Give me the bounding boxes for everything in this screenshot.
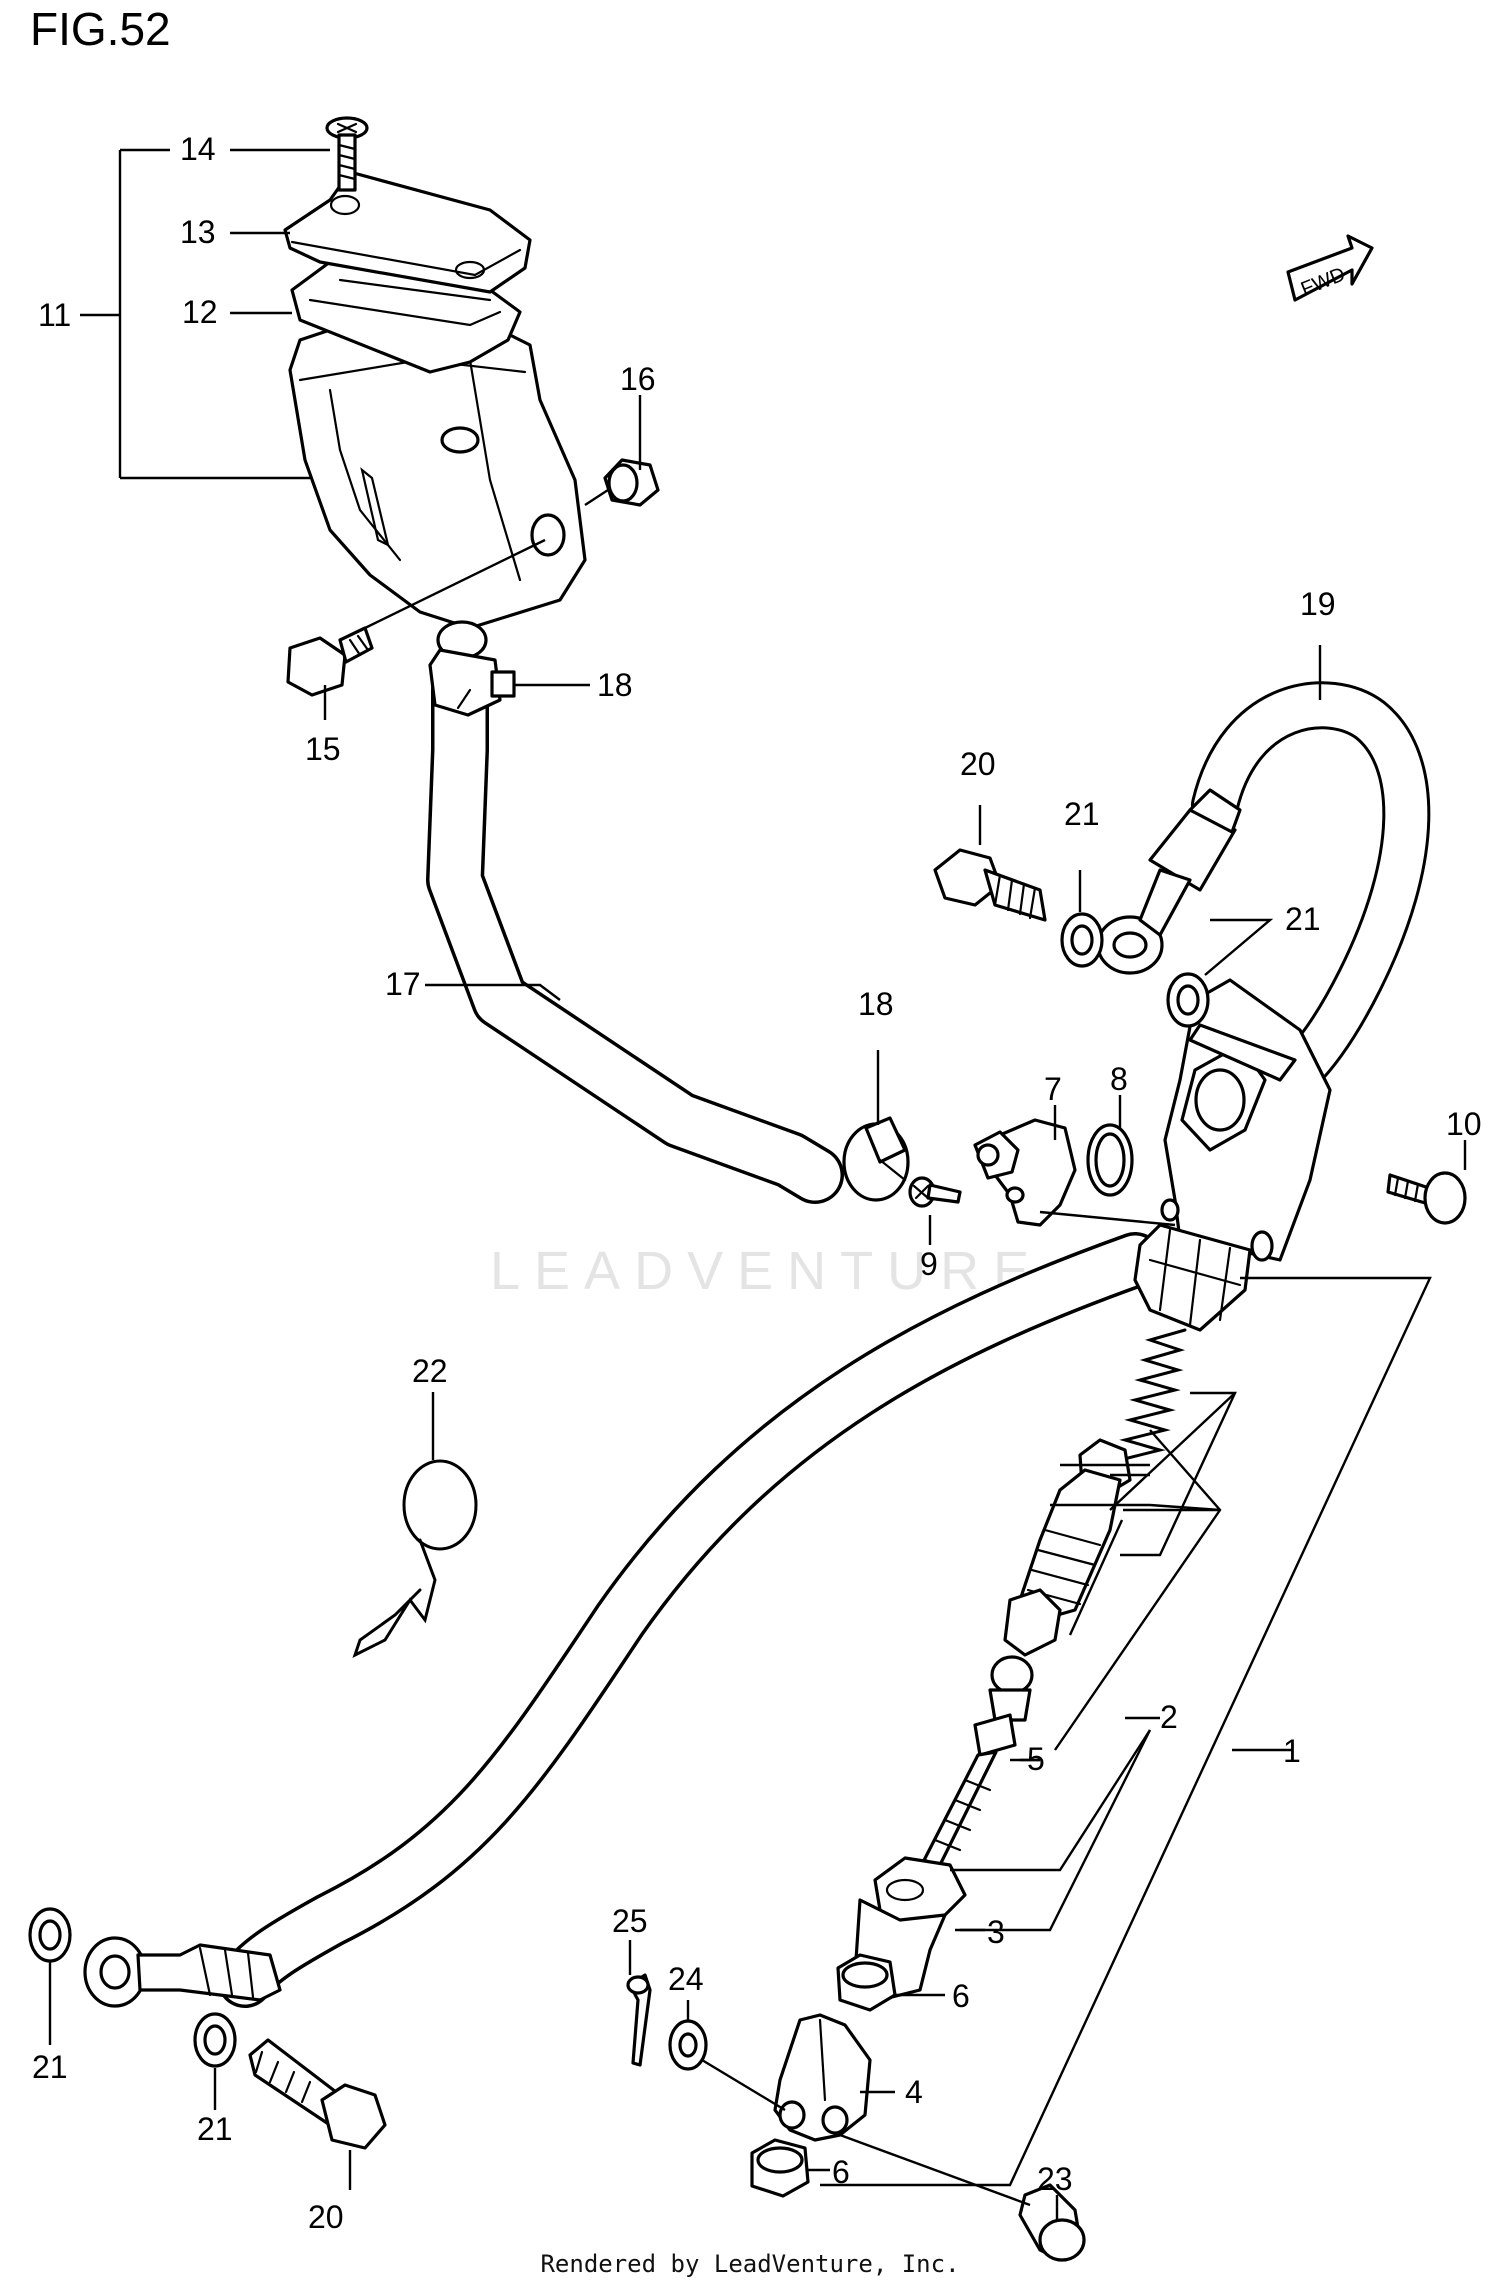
- callout-8: 8: [1110, 1061, 1128, 1097]
- callout-labels: 1 2 3 4 5 6 6 7 8 9 10 11 12 13 14 15 16…: [32, 131, 1482, 2235]
- figure-title: FIG.52: [30, 3, 171, 55]
- callout-22: 22: [412, 1353, 448, 1389]
- callout-21-b: 21: [1285, 901, 1321, 937]
- callout-21-c: 21: [32, 2049, 68, 2085]
- callout-5: 5: [1027, 1741, 1045, 1777]
- watermark-text: LEADVENTURE: [490, 1241, 1044, 1301]
- brake-hose-19[interactable]: [1096, 681, 1431, 1094]
- push-rod-5[interactable]: [916, 1655, 1034, 1877]
- callout-21-d: 21: [197, 2111, 233, 2147]
- washer-21-d[interactable]: [193, 2012, 237, 2068]
- leader-lines: [48, 148, 1467, 2220]
- washer-21-b[interactable]: [1166, 972, 1210, 1028]
- callout-15: 15: [305, 731, 341, 767]
- hose-clip-22[interactable]: [352, 1459, 478, 1658]
- banjo-bolt-20-upper[interactable]: [933, 848, 1047, 922]
- nut-16[interactable]: [584, 458, 660, 507]
- hose-clamp-18-upper[interactable]: [428, 648, 516, 717]
- callout-9: 9: [920, 1246, 938, 1282]
- clevis-4[interactable]: [773, 2013, 872, 2142]
- callout-6-upper: 6: [952, 1978, 970, 2014]
- callout-23: 23: [1037, 2161, 1073, 2197]
- callout-20-upper: 20: [960, 746, 996, 782]
- callout-16: 16: [620, 361, 656, 397]
- banjo-bolt-20-lower[interactable]: [248, 2038, 387, 2150]
- callout-4: 4: [905, 2074, 923, 2110]
- callout-19: 19: [1300, 586, 1336, 622]
- reservoir-hose-17[interactable]: [426, 620, 844, 1204]
- fwd-arrow-icon: FWD: [1286, 234, 1374, 302]
- piston-cup-set[interactable]: [1003, 1438, 1132, 1657]
- clevis-pin-23[interactable]: [839, 2133, 1086, 2262]
- callout-3: 3: [987, 1914, 1005, 1950]
- callout-25: 25: [612, 1903, 648, 1939]
- callout-11: 11: [38, 297, 71, 333]
- o-ring-8[interactable]: [1086, 1123, 1134, 1197]
- callout-17: 17: [385, 966, 421, 1002]
- union-7[interactable]: [973, 1118, 1077, 1227]
- callout-2: 2: [1160, 1699, 1178, 1735]
- callout-14: 14: [180, 131, 216, 167]
- callout-21-a: 21: [1064, 796, 1100, 832]
- callout-7: 7: [1044, 1071, 1062, 1107]
- callout-12: 12: [182, 294, 218, 330]
- callout-24: 24: [668, 1961, 704, 1997]
- footer-credit: Rendered by LeadVenture, Inc.: [540, 2250, 960, 2278]
- master-cylinder-body[interactable]: [1133, 978, 1332, 1332]
- callout-18-lower: 18: [858, 986, 894, 1022]
- bolt-10[interactable]: [1386, 1171, 1467, 1225]
- return-spring[interactable]: [1118, 1328, 1187, 1462]
- lock-nut-6-lower[interactable]: [750, 2138, 810, 2198]
- bolt-15[interactable]: [286, 538, 546, 697]
- cap-screw-14[interactable]: [325, 116, 369, 192]
- washer-21-a[interactable]: [1060, 912, 1104, 968]
- washer-21-c[interactable]: [28, 1907, 72, 1963]
- brake-hose-long[interactable]: [217, 1232, 1163, 2008]
- lock-nut-6-upper[interactable]: [836, 1953, 897, 2012]
- callout-6-lower: 6: [832, 2154, 850, 2190]
- hose-clamp-18-lower[interactable]: [842, 1116, 910, 1202]
- callout-18-upper: 18: [597, 667, 633, 703]
- screw-9[interactable]: [908, 1176, 1176, 1227]
- callout-13: 13: [180, 214, 216, 250]
- callout-20-lower: 20: [308, 2199, 344, 2235]
- callout-10: 10: [1446, 1106, 1482, 1142]
- washer-24[interactable]: [668, 2019, 786, 2112]
- reservoir-assembly[interactable]: [283, 170, 587, 630]
- cotter-pin-25[interactable]: [626, 1973, 652, 2067]
- lower-banjo-fitting[interactable]: [83, 1936, 282, 2008]
- callout-1: 1: [1283, 1733, 1301, 1769]
